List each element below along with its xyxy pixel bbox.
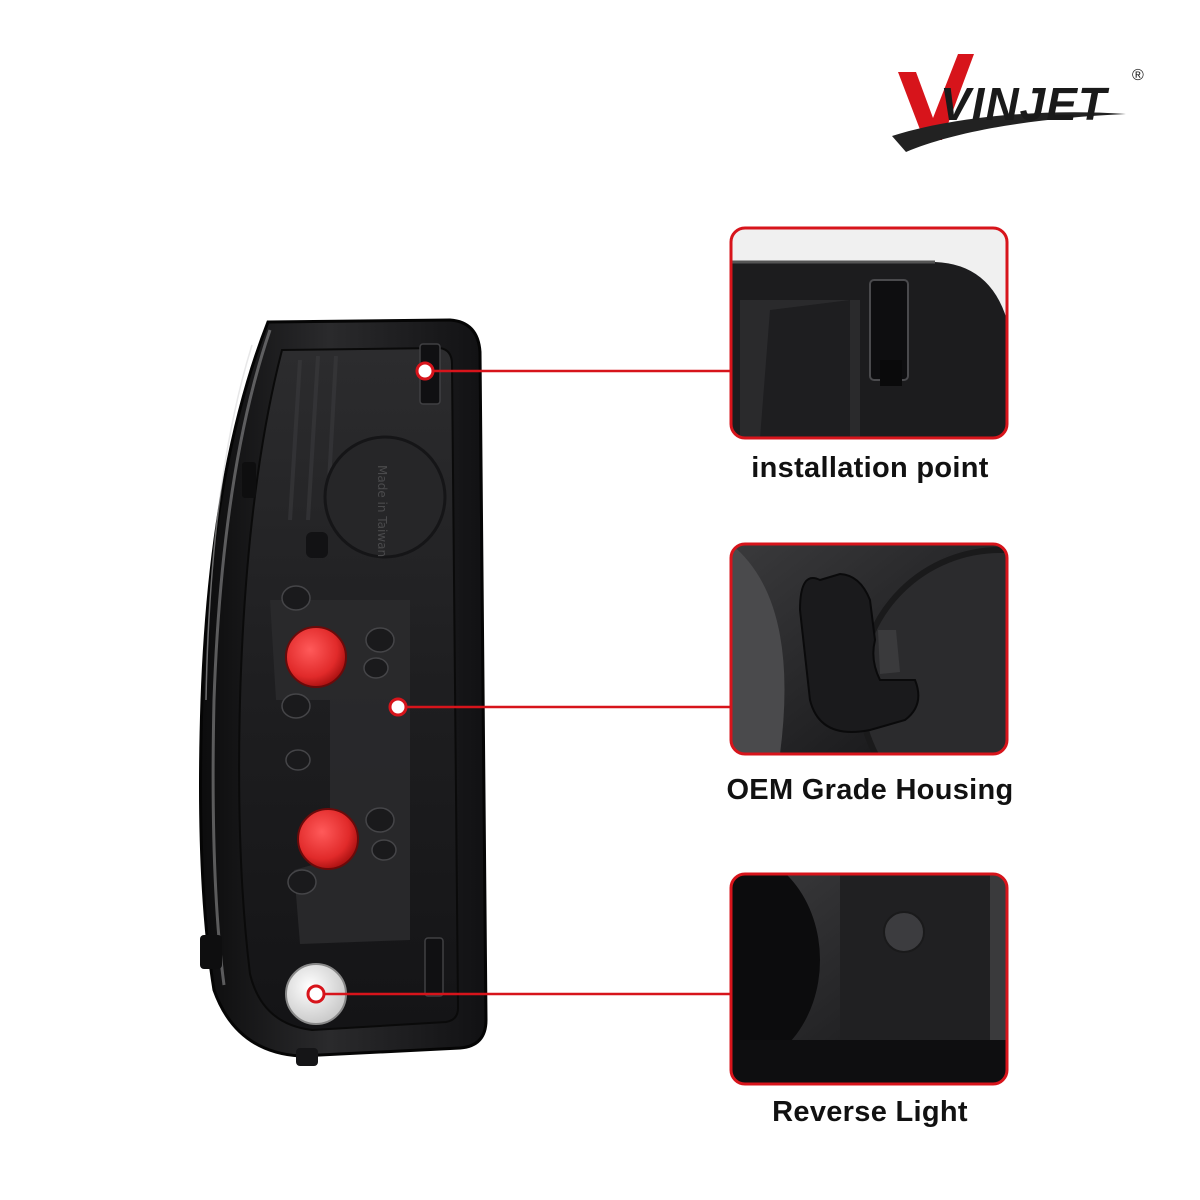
callout-oem-grade-housing [388, 542, 1009, 756]
callout-installation-point [415, 226, 1009, 440]
molded-text: Made in Taiwan [375, 465, 389, 557]
marker-dot [388, 697, 408, 717]
caption-oem-grade-housing: OEM Grade Housing [726, 774, 1014, 806]
brand-wordmark: VINJET [940, 78, 1110, 130]
tail-light-housing: Made in Taiwan [199, 318, 488, 1066]
red-lens-lower [297, 808, 359, 870]
marker-dot [306, 984, 326, 1004]
zoom-image-reverse-light [729, 872, 1009, 1086]
zoom-image-oem-grade-housing [729, 542, 1009, 756]
registered-mark: ® [1132, 67, 1144, 84]
brand-logo: VINJET ® [892, 54, 1144, 152]
callout-reverse-light [306, 872, 1009, 1086]
red-lens-upper [285, 626, 347, 688]
caption-installation-point: installation point [751, 452, 989, 484]
brand-logo-mark [892, 54, 1126, 152]
caption-reverse-light: Reverse Light [772, 1096, 968, 1128]
marker-dot [415, 361, 435, 381]
zoom-image-installation-point [729, 226, 1009, 440]
molded-dome [323, 435, 447, 559]
